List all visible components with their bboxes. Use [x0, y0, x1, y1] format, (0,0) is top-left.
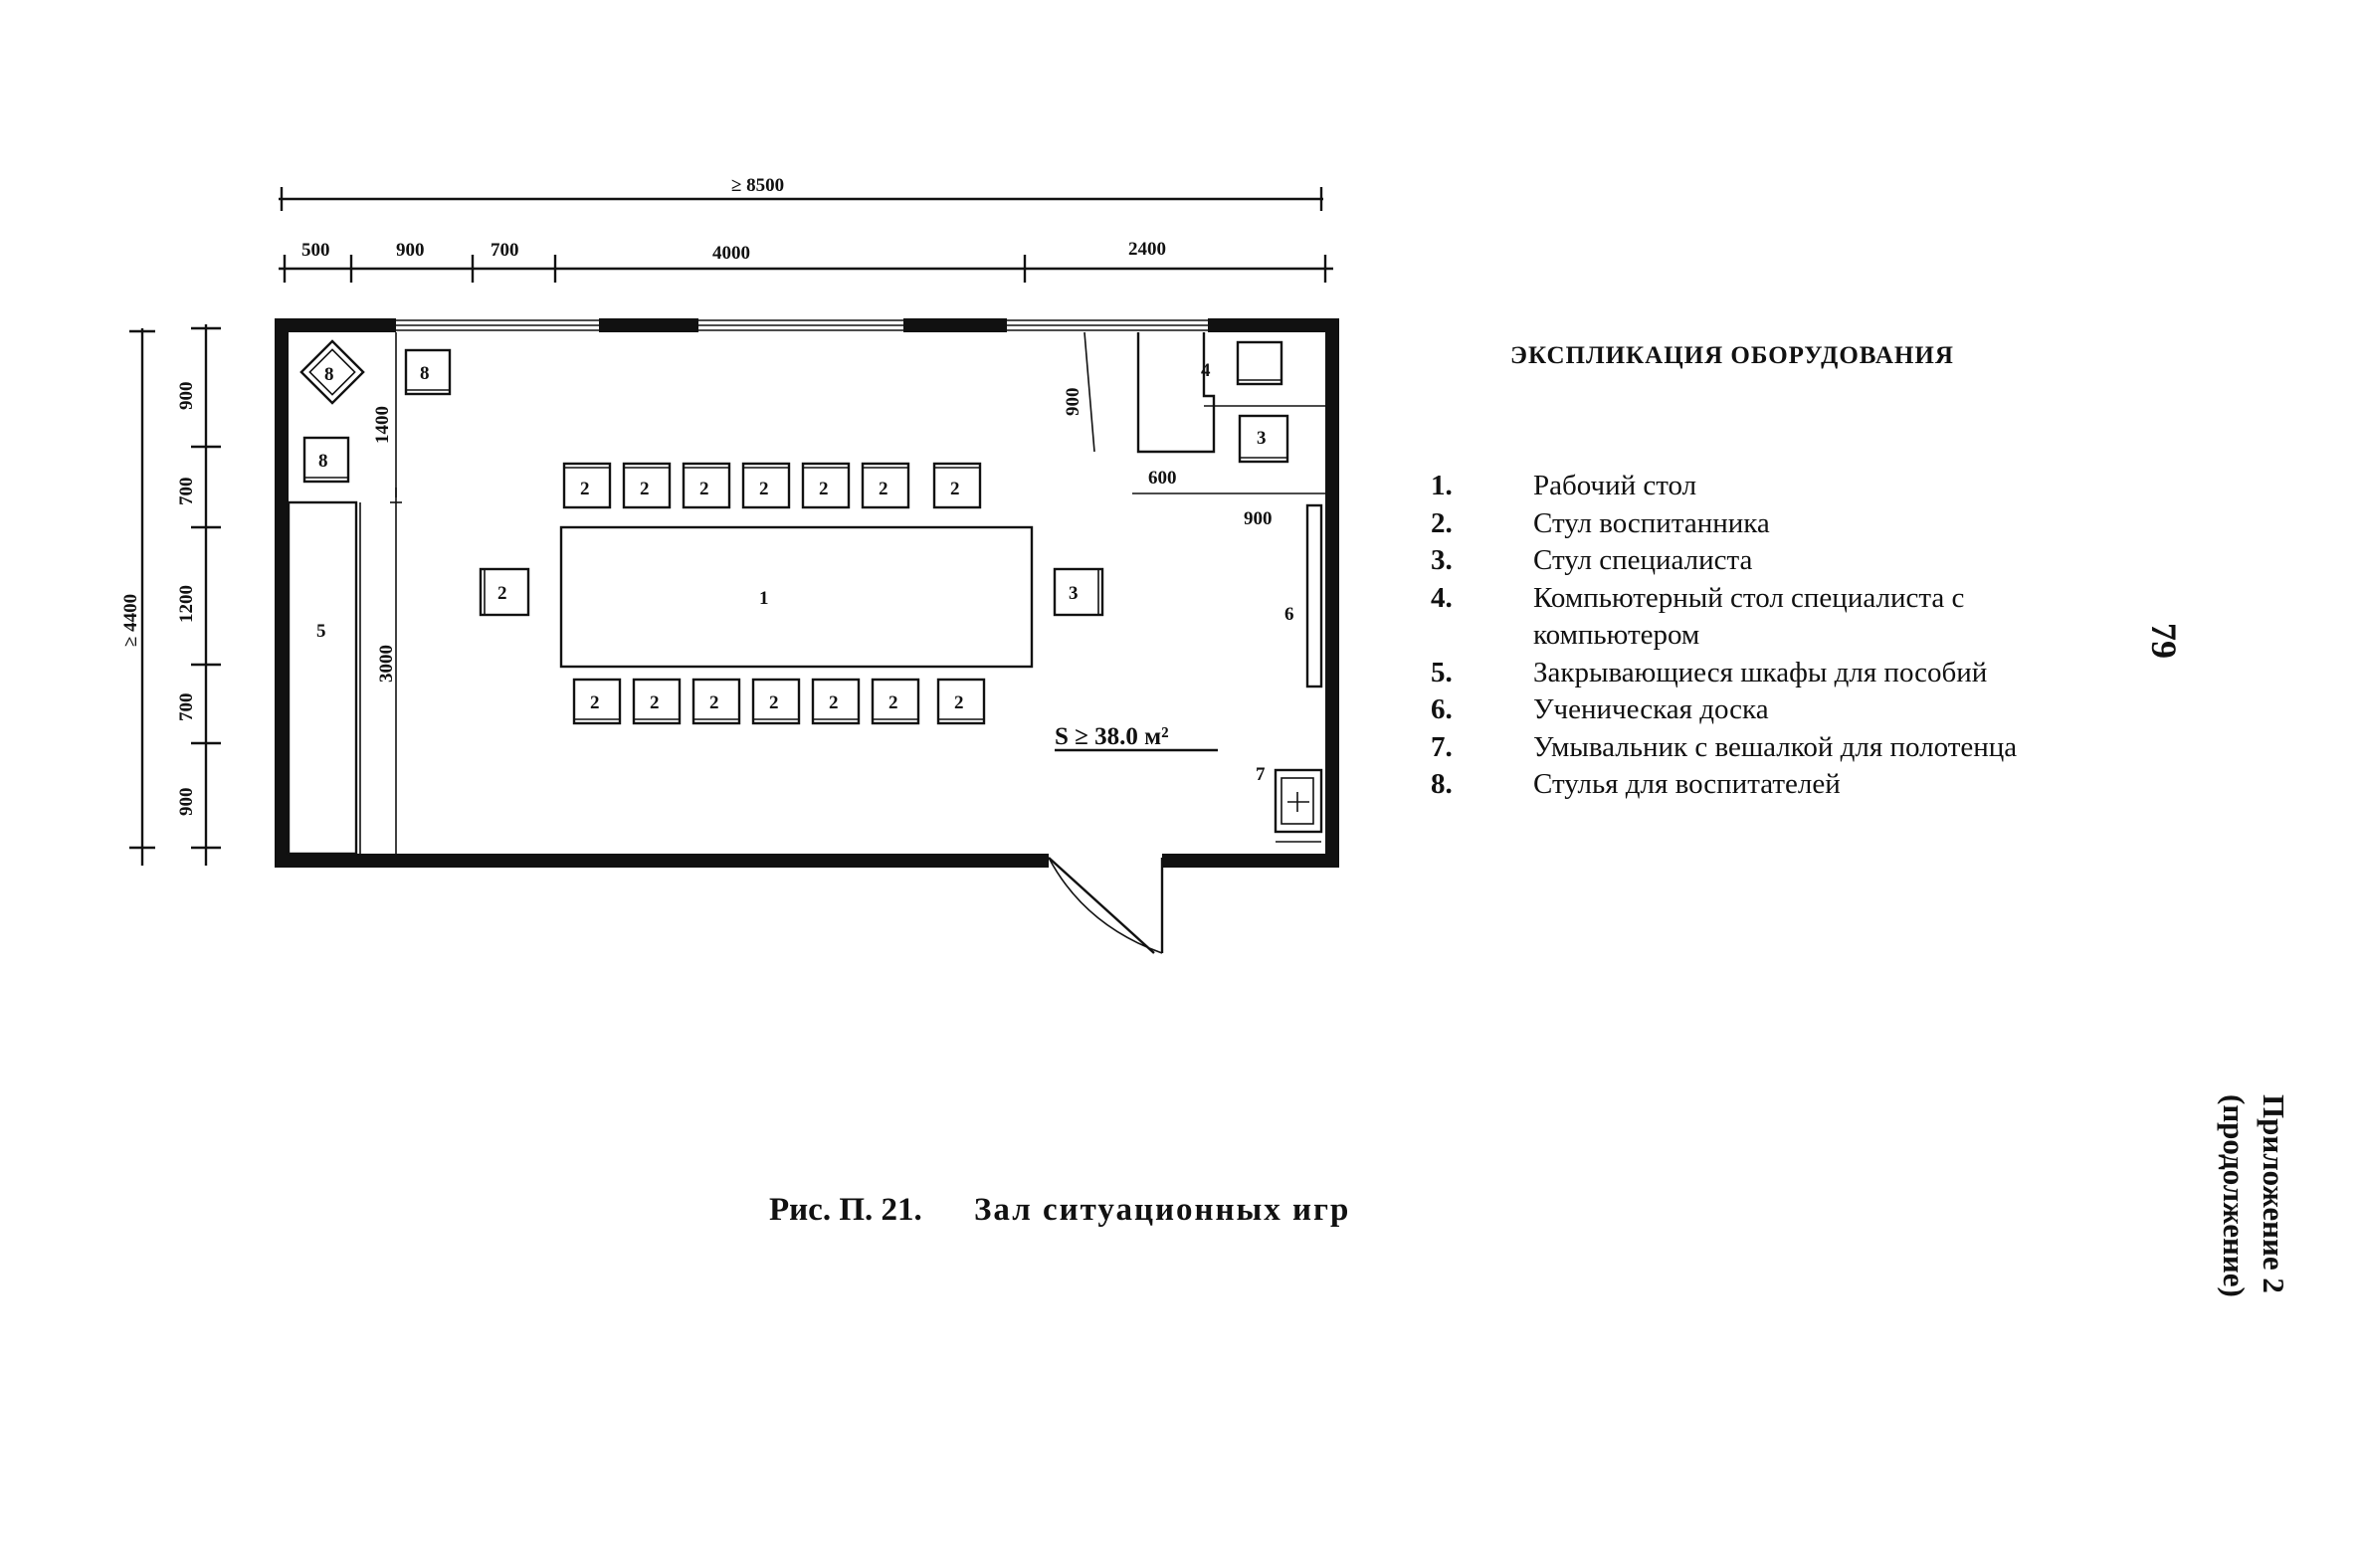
legend-item: 6.Ученическая доска — [1431, 693, 1769, 725]
svg-text:2: 2 — [769, 692, 779, 713]
inner-dim-1400: 1400 — [372, 406, 393, 444]
student-chair: 2 — [562, 462, 612, 509]
inner-dim-600: 600 — [1132, 468, 1325, 494]
door — [1048, 857, 1164, 954]
legend-item: 3.Стул специалиста — [1431, 544, 1753, 576]
student-chair: 2 — [622, 462, 672, 509]
top-dim-5: 2400 — [1128, 239, 1166, 260]
left-dimensions: ≥ 4400 900 700 1200 700 900 — [120, 324, 221, 866]
legend-item: 8.Стулья для воспитателей — [1431, 768, 1841, 800]
student-chair: 2 — [932, 462, 982, 509]
window-2 — [698, 319, 903, 331]
board: 6 — [1284, 503, 1323, 688]
svg-text:2: 2 — [950, 479, 960, 499]
svg-text:2: 2 — [759, 479, 769, 499]
student-chair: 2 — [691, 678, 741, 725]
student-chairs-bottom: 2 2 2 2 2 2 2 — [572, 678, 986, 725]
student-chair: 2 — [751, 678, 801, 725]
student-chair: 2 — [811, 678, 861, 725]
left-dim-5: 900 — [176, 788, 197, 817]
left-dim-2: 700 — [176, 478, 197, 506]
side-heading-line-1: Приложение 2 — [2257, 1094, 2291, 1293]
student-chair: 2 — [572, 678, 622, 725]
svg-text:2: 2 — [954, 692, 964, 713]
teacher-chair-label-3: 8 — [420, 363, 430, 384]
student-chair: 2 — [632, 678, 682, 725]
page-number: 79 — [2144, 623, 2184, 659]
legend-item: 7.Умывальник с вешалкой для полотенца — [1431, 730, 2018, 763]
svg-text:2: 2 — [888, 692, 898, 713]
svg-text:4: 4 — [1201, 360, 1211, 381]
area-label: S ≥ 38.0 м² — [1055, 723, 1218, 752]
top-dim-3: 700 — [491, 240, 519, 261]
legend-item: 4.Компьютерный стол специалиста с компью… — [1431, 581, 1965, 652]
floor-plan: ≥ 8500 500 900 700 4000 2400 ≥ 4400 900 … — [120, 175, 1339, 954]
specialist-chair: 3 — [1238, 414, 1289, 464]
side-heading-line-2: (продолжение) — [2217, 1094, 2252, 1297]
inner-dim-900-right: 900 — [1244, 508, 1273, 529]
student-chair: 2 — [741, 462, 791, 509]
teacher-chair-label-1: 8 — [324, 364, 334, 385]
svg-text:2: 2 — [709, 692, 719, 713]
svg-text:6: 6 — [1284, 604, 1294, 625]
teacher-chair-label-2: 8 — [318, 451, 328, 472]
legend-title: ЭКСПЛИКАЦИЯ ОБОРУДОВАНИЯ — [1510, 342, 1954, 369]
svg-text:2: 2 — [819, 479, 829, 499]
teacher-chair: 8 — [302, 436, 350, 484]
washbasin: 7 — [1256, 764, 1323, 843]
svg-text:900: 900 — [1063, 388, 1083, 417]
svg-text:2: 2 — [580, 479, 590, 499]
svg-text:2: 2 — [590, 692, 600, 713]
svg-text:3: 3 — [1257, 428, 1267, 449]
teacher-chair-rotated: 8 — [299, 339, 365, 405]
inner-dim-900-top: 900 — [1063, 331, 1095, 453]
left-dim-3: 1200 — [176, 585, 197, 623]
figure-caption: Рис. П. 21. Зал ситуационных игр — [769, 1192, 1350, 1229]
overall-width-label: ≥ 8500 — [731, 175, 784, 196]
svg-text:2: 2 — [829, 692, 839, 713]
figure-title: Зал ситуационных игр — [974, 1192, 1351, 1228]
student-chair: 2 — [861, 462, 910, 509]
svg-text:600: 600 — [1148, 468, 1177, 489]
top-dim-1: 500 — [301, 240, 330, 261]
walls — [275, 318, 1339, 868]
student-chair-side: 2 — [479, 567, 530, 617]
legend-item: 2.Стул воспитанника — [1431, 506, 1770, 539]
left-dim-4: 700 — [176, 693, 197, 722]
student-chair: 2 — [936, 678, 986, 725]
teacher-chair: 8 — [404, 348, 452, 396]
specialist-chair-side: 3 — [1053, 567, 1104, 617]
student-chair: 2 — [871, 678, 920, 725]
figure-label: Рис. П. 21. — [769, 1192, 922, 1228]
svg-text:2: 2 — [497, 583, 507, 604]
svg-text:2: 2 — [650, 692, 660, 713]
student-chairs-top: 2 2 2 2 2 2 2 — [562, 462, 982, 509]
computer-desk: 4 — [1136, 332, 1325, 454]
top-dim-2: 900 — [396, 240, 425, 261]
svg-text:3: 3 — [1069, 583, 1079, 604]
top-dimensions: ≥ 8500 500 900 700 4000 2400 — [279, 175, 1333, 283]
left-dim-1: 900 — [176, 382, 197, 411]
window-1 — [396, 319, 599, 331]
top-dim-4: 4000 — [712, 243, 750, 264]
student-chair: 2 — [801, 462, 851, 509]
legend-item: 5.Закрывающиеся шкафы для пособий — [1431, 656, 1988, 688]
svg-text:2: 2 — [699, 479, 709, 499]
overall-height-label: ≥ 4400 — [120, 594, 141, 647]
cabinets: 5 3000 1400 — [287, 332, 402, 856]
svg-text:2: 2 — [879, 479, 888, 499]
legend-item: 1.Рабочий стол — [1431, 470, 1697, 501]
svg-text:2: 2 — [640, 479, 650, 499]
legend-list: 1.Рабочий стол 2.Стул воспитанника 3.Сту… — [1431, 468, 2110, 804]
cabinets-label: 5 — [316, 621, 326, 642]
work-table: 1 — [559, 525, 1034, 669]
student-chair: 2 — [682, 462, 731, 509]
svg-text:7: 7 — [1256, 764, 1266, 785]
svg-text:S ≥ 38.0 м²: S ≥ 38.0 м² — [1055, 723, 1169, 750]
side-heading: Приложение 2 (продолжение) — [2214, 1094, 2293, 1297]
work-table-label: 1 — [759, 588, 769, 609]
window-3 — [1007, 319, 1208, 331]
inner-dim-3000: 3000 — [376, 645, 397, 683]
